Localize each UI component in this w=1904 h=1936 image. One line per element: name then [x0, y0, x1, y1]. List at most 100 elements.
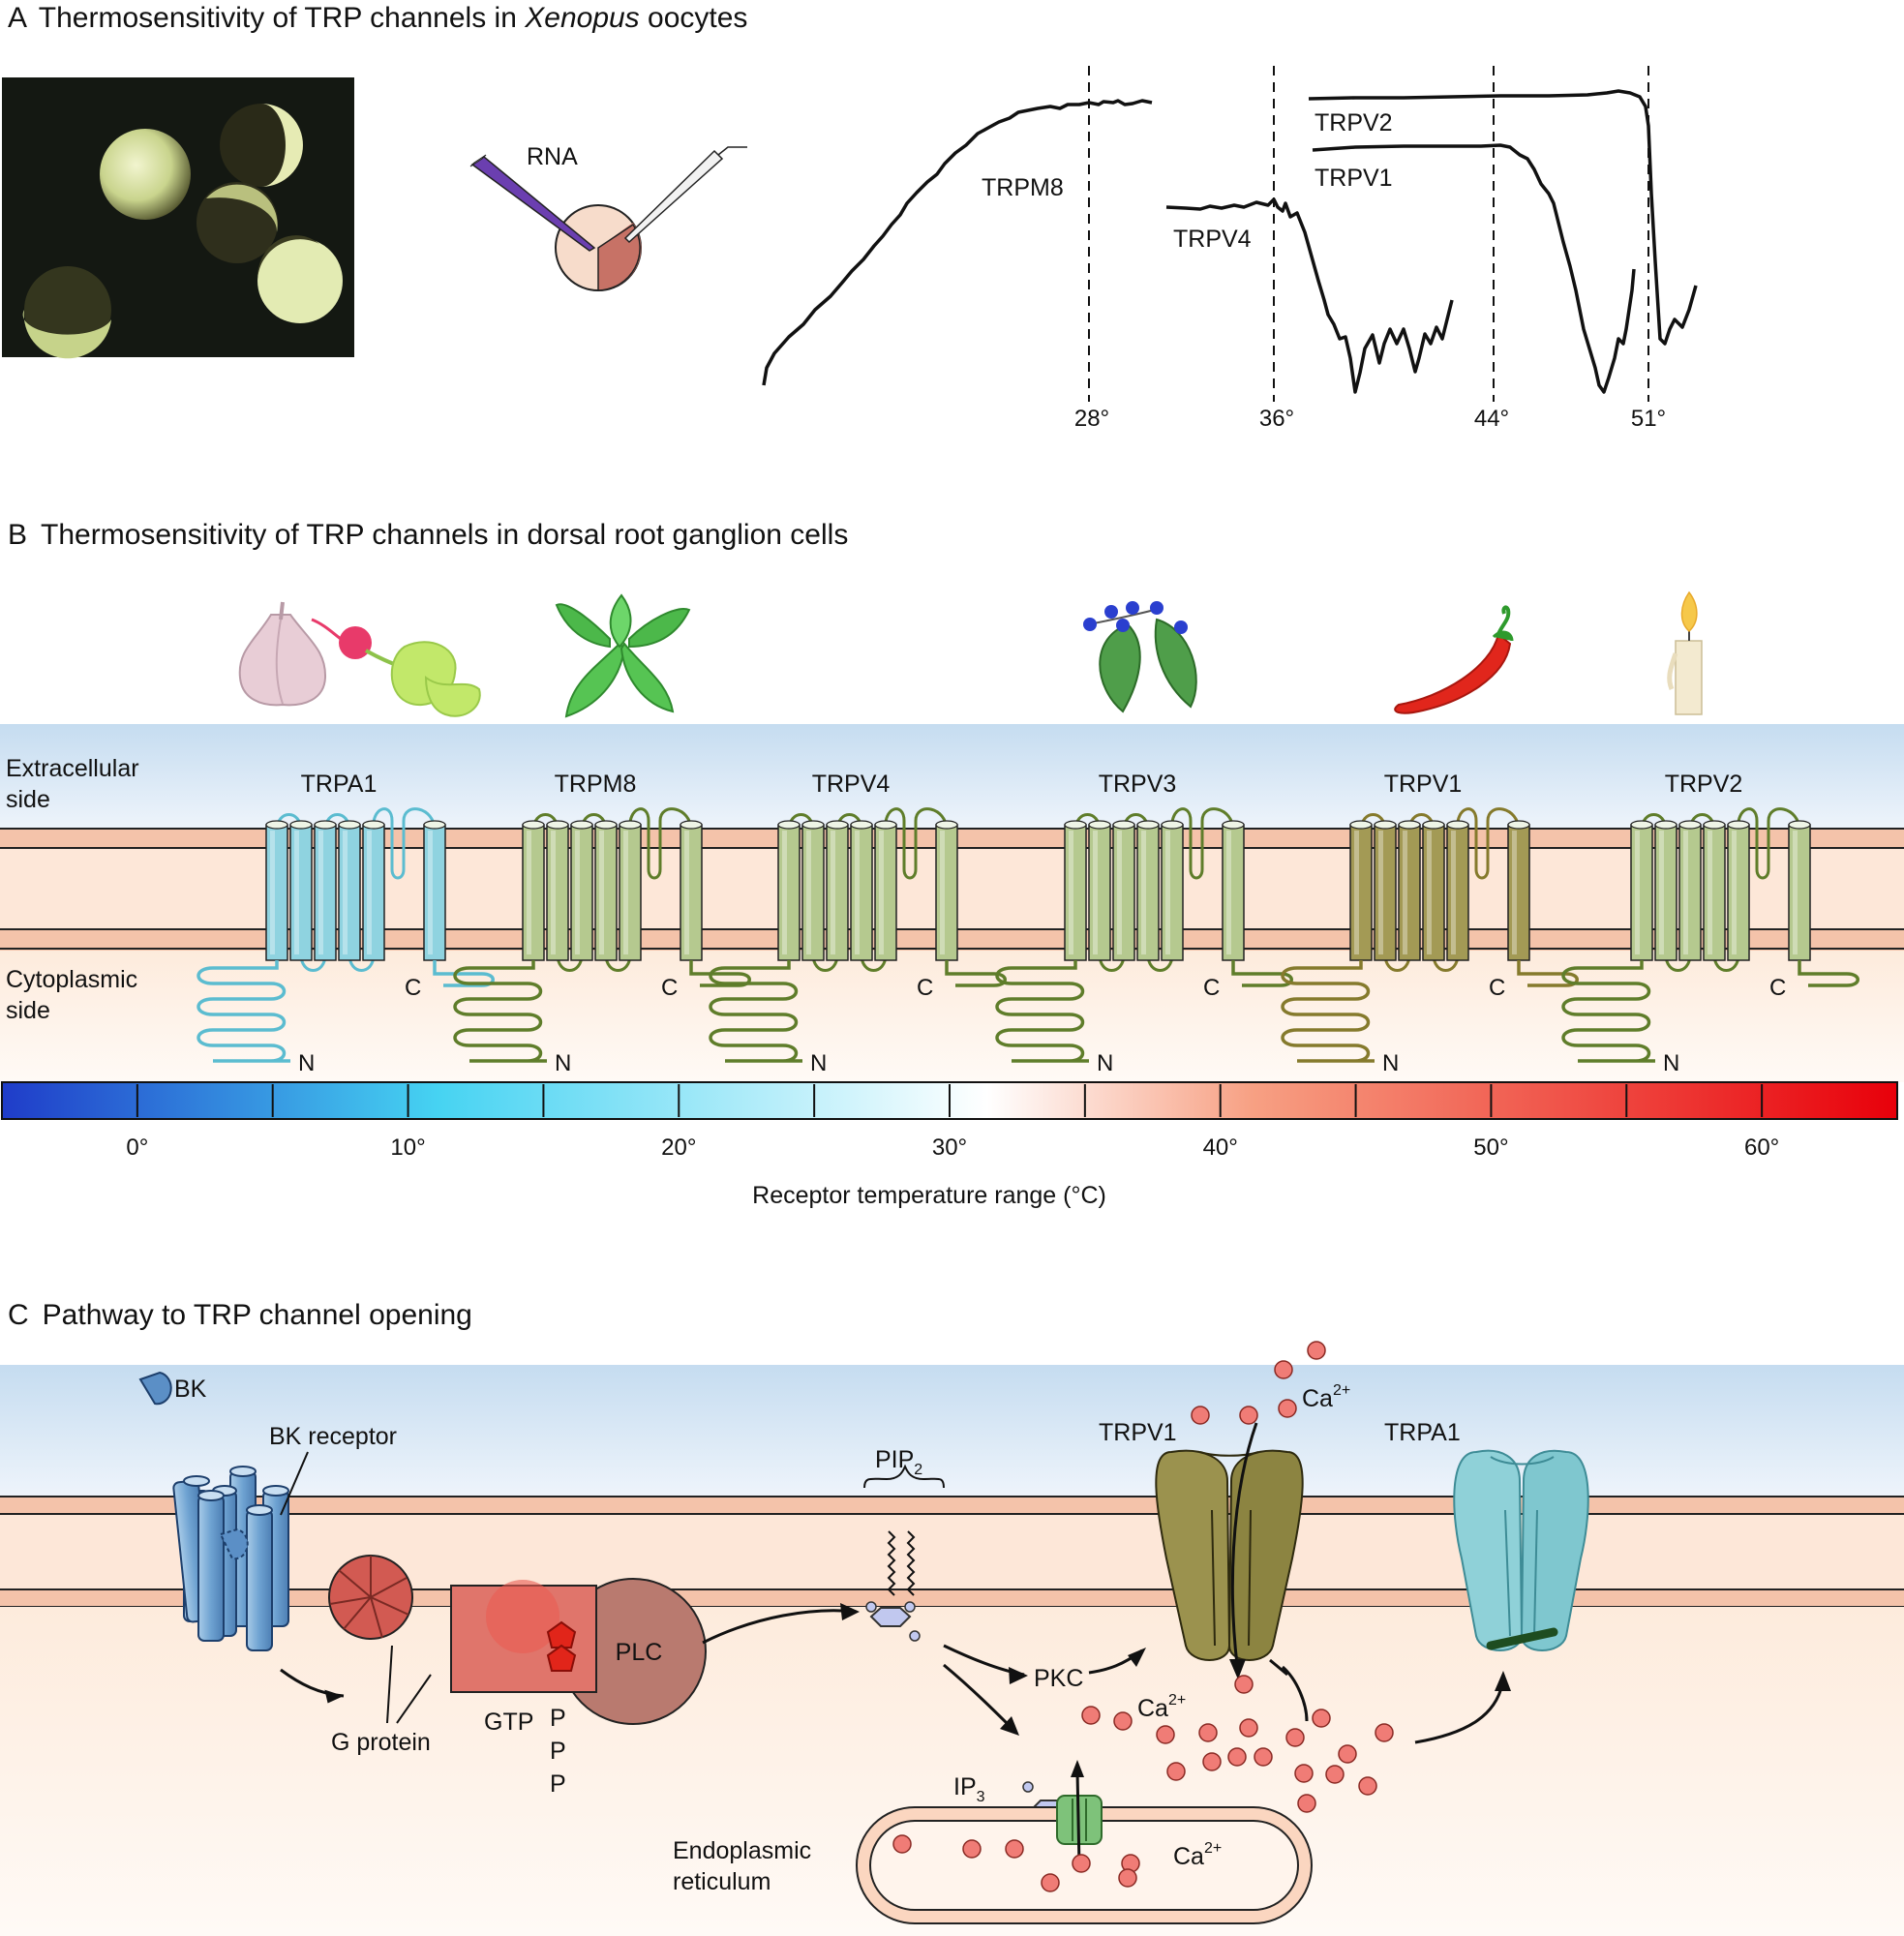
bk-receptor-label: BK receptor — [269, 1423, 397, 1450]
c-terminal-label: C — [1489, 975, 1505, 1001]
phosphate-2: P — [550, 1738, 566, 1765]
trpa1-label-c: TRPA1 — [1384, 1419, 1461, 1446]
calcium-ion — [1325, 1765, 1345, 1784]
calcium-ion — [1312, 1709, 1331, 1728]
trace-label-trpv2: TRPV2 — [1315, 109, 1393, 136]
threshold-lines — [1088, 66, 1649, 402]
extracellular-label-line2: side — [6, 786, 50, 813]
trpa1-channel — [1453, 1449, 1589, 1651]
calcium-ion — [1285, 1728, 1305, 1747]
rna-label: RNA — [527, 143, 578, 170]
mint-icon — [555, 593, 691, 718]
g-protein-label: G protein — [331, 1729, 431, 1756]
scale-label: Receptor temperature range (°C) — [752, 1182, 1106, 1209]
cytoplasmic-label-line2: side — [6, 997, 50, 1024]
calcium-ion — [1081, 1706, 1101, 1725]
calcium-ion — [1156, 1725, 1175, 1744]
calcium-ion — [1166, 1762, 1186, 1781]
er-label-line1: Endoplasmic — [673, 1837, 811, 1864]
calcium-ion — [1202, 1752, 1222, 1771]
threshold-label-28: 28° — [1074, 406, 1109, 432]
trace-label-trpv4: TRPV4 — [1173, 226, 1252, 253]
calcium-ion — [1041, 1873, 1060, 1892]
calcium-ion — [1338, 1744, 1357, 1764]
ca-label-er: Ca2+ — [1173, 1840, 1222, 1870]
calcium-ion — [1198, 1723, 1218, 1742]
calcium-ion — [962, 1839, 982, 1859]
extracellular-label-line1: Extracellular — [6, 755, 139, 782]
channel-trpa1: N C TRPA1 — [196, 771, 495, 1076]
threshold-label-36: 36° — [1259, 406, 1294, 432]
channel-topologies: NCTRPA1NCTRPM8NCTRPV4NCTRPV3NCTRPV1NCTRP… — [196, 771, 1859, 1076]
trace-trpv1 — [1312, 143, 1636, 394]
channel-name-trpa1: TRPA1 — [301, 771, 378, 798]
n-terminal-label: N — [298, 1050, 315, 1076]
calcium-ion — [1294, 1764, 1314, 1783]
channel-name-trpv3: TRPV3 — [1099, 771, 1177, 798]
trpv1-channel — [1155, 1449, 1304, 1661]
cytoplasmic-label-line1: Cytoplasmic — [6, 966, 137, 993]
calcium-ion — [1118, 1868, 1137, 1888]
rna-injection-diagram: RNA — [469, 143, 747, 291]
scale-tick-marks — [136, 1084, 1764, 1117]
n-terminal-label: N — [1663, 1050, 1679, 1076]
ip3-label: IP3 — [953, 1773, 985, 1805]
c-terminal-label: C — [405, 975, 421, 1001]
pkc-label: PKC — [1034, 1665, 1083, 1692]
calcium-ion — [1254, 1747, 1273, 1767]
channel-trpv4: N C TRPV4 — [709, 771, 1007, 1076]
trace-label-trpv1: TRPV1 — [1315, 165, 1393, 192]
calcium-ion — [1297, 1794, 1316, 1813]
g-protein — [328, 1555, 413, 1640]
trace-trpv2 — [1308, 89, 1698, 346]
trace-trpm8 — [762, 99, 1153, 386]
calcium-ion — [1278, 1399, 1297, 1418]
scale-tick-label: 40° — [1203, 1134, 1238, 1161]
bound-bk-icon — [219, 1528, 249, 1560]
er-label-line2: reticulum — [673, 1868, 771, 1895]
pip2-molecule — [865, 1530, 921, 1642]
scale-tick-label: 30° — [932, 1134, 967, 1161]
c-terminal-label: C — [917, 975, 933, 1001]
calcium-ion — [1234, 1675, 1254, 1694]
ca-label-cytosol: Ca2+ — [1137, 1692, 1186, 1722]
scale-tick-label: 0° — [126, 1134, 148, 1161]
channel-name-trpv1: TRPV1 — [1384, 771, 1463, 798]
calcium-ion — [892, 1834, 912, 1854]
phosphate-3: P — [550, 1770, 566, 1798]
ca-label-outside: Ca2+ — [1302, 1382, 1350, 1412]
channel-name-trpv2: TRPV2 — [1665, 771, 1743, 798]
calcium-ion — [1239, 1718, 1258, 1738]
calcium-ion — [1072, 1854, 1091, 1873]
scale-tick-label: 10° — [390, 1134, 425, 1161]
n-terminal-label: N — [810, 1050, 827, 1076]
trace-trpv4 — [1165, 197, 1454, 394]
n-terminal-label: N — [1382, 1050, 1399, 1076]
c-terminal-label: C — [661, 975, 678, 1001]
garlic-radish-icon — [238, 601, 481, 717]
rna-pipette — [470, 156, 596, 252]
trace-label-trpm8: TRPM8 — [982, 174, 1064, 201]
channel-name-trpv4: TRPV4 — [812, 771, 891, 798]
n-terminal-label: N — [1097, 1050, 1113, 1076]
scale-tick-label: 20° — [661, 1134, 696, 1161]
channel-trpv1: N C TRPV1 — [1281, 771, 1579, 1076]
scale-tick-labels: 0°10°20°30°40°50°60° — [126, 1134, 1779, 1161]
candle-icon — [1667, 590, 1703, 715]
channel-trpm8: N C TRPM8 — [453, 771, 751, 1076]
gtp-label: GTP — [484, 1709, 533, 1736]
bk-ligand-icon — [138, 1371, 172, 1406]
n-terminal-label: N — [555, 1050, 571, 1076]
calcium-ion — [1375, 1723, 1394, 1742]
current-traces — [762, 89, 1698, 394]
calcium-ion — [1113, 1711, 1133, 1731]
recording-electrode — [623, 149, 724, 244]
channel-name-trpm8: TRPM8 — [555, 771, 637, 798]
